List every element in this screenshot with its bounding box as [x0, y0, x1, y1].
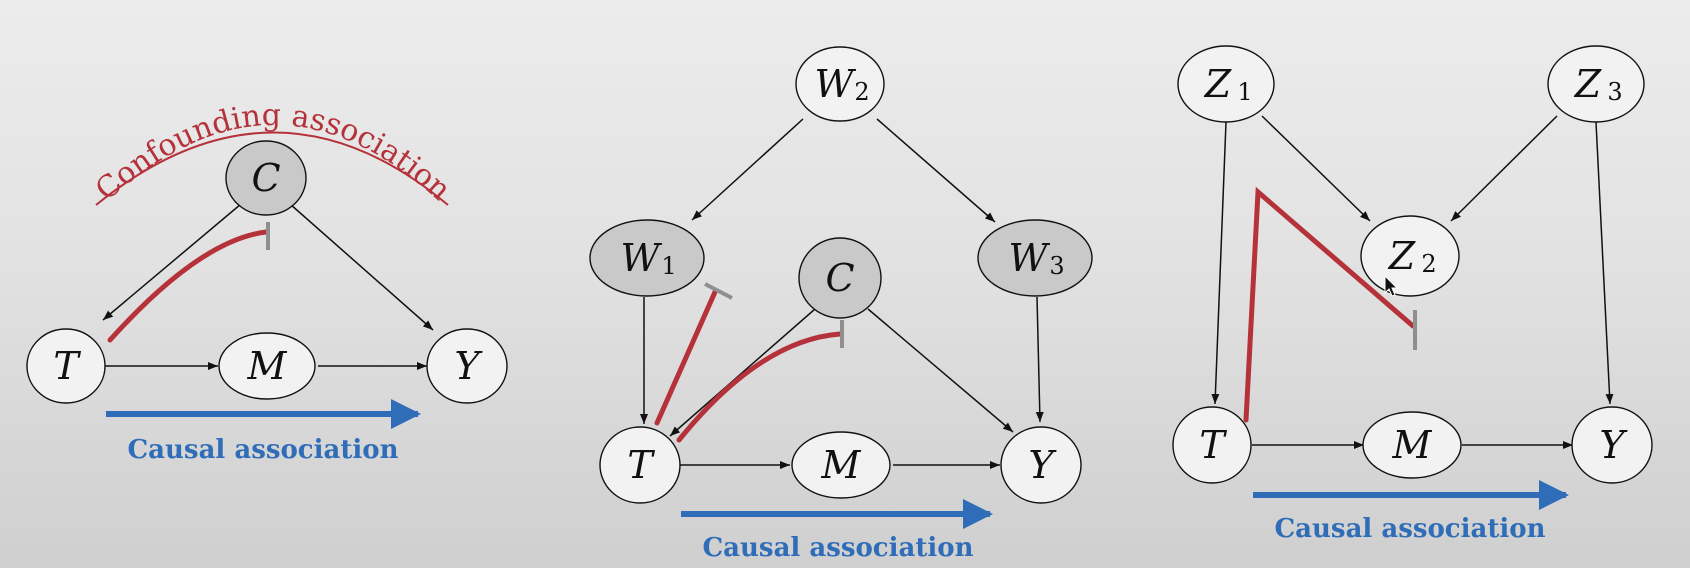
edge-Z1-T	[1211, 121, 1227, 405]
node-W3: W 3	[977, 219, 1093, 297]
backdoor-path-C	[676, 331, 843, 443]
edge-C-Y	[867, 308, 1014, 433]
backdoor-path-1	[107, 229, 269, 343]
svg-text:W: W	[620, 236, 662, 280]
edge-W3-Y	[1035, 296, 1044, 423]
node-C: C	[798, 237, 882, 319]
edge-C-Y	[289, 203, 434, 331]
svg-text:Z: Z	[1574, 62, 1602, 106]
backdoor-path-W1	[654, 289, 718, 426]
svg-text:3: 3	[1049, 252, 1064, 280]
svg-text:1: 1	[1237, 78, 1252, 106]
svg-text:M: M	[247, 344, 288, 388]
svg-text:Y: Y	[1028, 443, 1057, 487]
node-T: T	[26, 328, 106, 404]
mouse-cursor-icon	[1384, 274, 1399, 297]
node-Y: Y	[426, 328, 508, 404]
node-Y: Y	[1571, 406, 1653, 484]
svg-text:Y: Y	[454, 344, 483, 388]
edge-Z3-Z2	[1450, 115, 1558, 222]
node-W2: W 2	[795, 46, 885, 122]
svg-text:W: W	[1008, 236, 1050, 280]
diagram-3: Z 1 Z 3 Z 2 T M Y	[1172, 45, 1653, 544]
causal-association-label-2: Causal association	[702, 533, 973, 563]
svg-text:3: 3	[1607, 78, 1622, 106]
diagram-1: Confounding association C T M	[26, 98, 508, 465]
backdoor-path-Z	[1243, 186, 1416, 423]
svg-text:2: 2	[854, 78, 869, 106]
diagram-2: W 2 W 1 C W 3 T M	[589, 46, 1093, 563]
edge-Z3-Y	[1595, 121, 1614, 405]
svg-text:W: W	[814, 62, 856, 106]
edge-C-T	[102, 203, 242, 321]
edge-W2-W3	[876, 118, 996, 223]
node-M: M	[791, 431, 891, 499]
block-tick-W1	[704, 282, 733, 300]
svg-text:M: M	[1392, 423, 1433, 467]
svg-text:C: C	[825, 256, 854, 300]
node-Z2: Z 2	[1360, 215, 1460, 297]
svg-text:M: M	[821, 443, 862, 487]
svg-text:1: 1	[661, 252, 676, 280]
node-C: C	[225, 140, 307, 216]
node-Z3: Z 3	[1547, 45, 1645, 123]
node-W1: W 1	[589, 219, 705, 297]
svg-text:C: C	[251, 156, 280, 200]
causal-association-label-3: Causal association	[1274, 514, 1545, 544]
node-Y: Y	[1000, 426, 1082, 504]
svg-text:T: T	[627, 443, 655, 487]
causal-association-label-1: Causal association	[127, 435, 398, 465]
node-T: T	[1172, 406, 1252, 484]
node-T: T	[599, 426, 681, 504]
node-M: M	[218, 332, 316, 400]
svg-text:Z: Z	[1388, 234, 1416, 278]
svg-text:Y: Y	[1599, 423, 1628, 467]
node-Z1: Z 1	[1177, 45, 1275, 123]
svg-text:2: 2	[1421, 250, 1436, 278]
node-M: M	[1362, 411, 1462, 479]
svg-text:Z: Z	[1204, 62, 1232, 106]
svg-text:T: T	[1199, 423, 1227, 467]
edge-C-T	[669, 308, 816, 437]
confounding-strike-line	[95, 131, 449, 206]
edge-Z1-Z2	[1261, 115, 1371, 222]
edge-W2-W1	[691, 118, 804, 221]
svg-text:T: T	[53, 344, 81, 388]
